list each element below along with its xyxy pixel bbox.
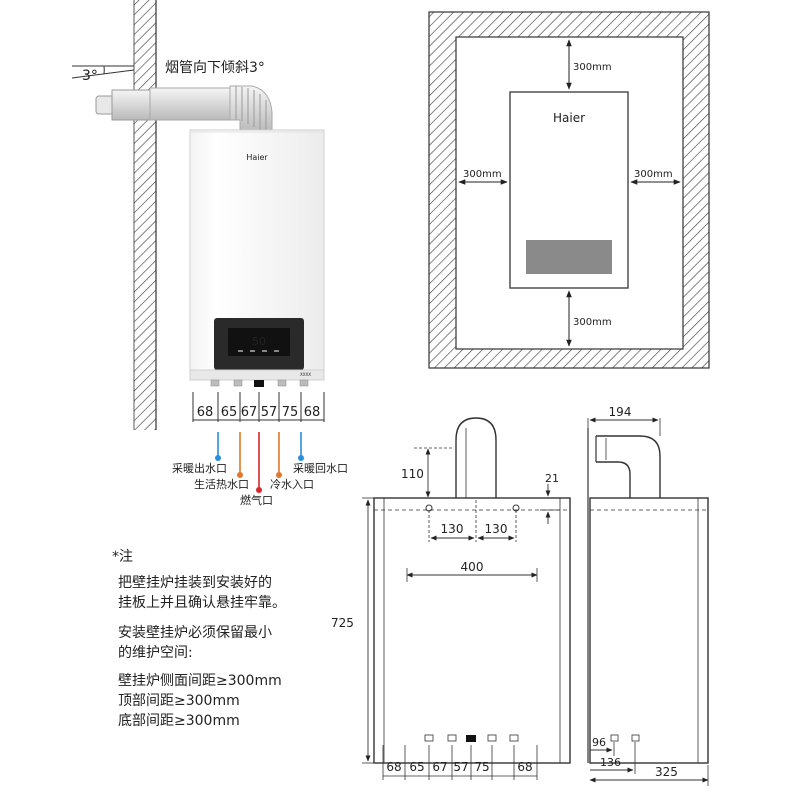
clearance-top: 300mm xyxy=(573,62,612,73)
side-depth: 325 xyxy=(655,765,678,779)
front-bottom-2: 65 xyxy=(409,760,424,774)
note-line-5: 壁挂炉侧面间距≥300mm xyxy=(118,673,282,689)
clearance-right: 300mm xyxy=(634,169,673,180)
side-dimension-drawing xyxy=(587,417,709,786)
boiler-body: Haier 50 XXXX xyxy=(189,129,325,387)
clearance-diagram: Haier 300mm 300mm 300mm 300mm xyxy=(428,11,710,369)
front-offset-left: 130 xyxy=(441,522,464,536)
note-line-4: 的维护空间: xyxy=(118,645,193,661)
front-bottom-5: 75 xyxy=(474,760,489,774)
front-bottom-4: 57 xyxy=(453,760,468,774)
label-heating-out: 采暖出水口 xyxy=(172,461,227,475)
clearance-left: 300mm xyxy=(463,169,502,180)
side-dimension-labels: 194 96 136 325 xyxy=(592,405,678,779)
note-line-2: 挂板上并且确认悬挂牢靠。 xyxy=(118,595,286,611)
notes-title: *注 xyxy=(112,549,133,565)
wall xyxy=(134,0,156,430)
label-hot-water-out: 生活热水口 xyxy=(194,477,249,491)
front-bottom-3: 67 xyxy=(432,760,447,774)
front-bottom-6: 68 xyxy=(517,760,532,774)
note-line-6: 顶部间距≥300mm xyxy=(118,693,240,709)
pipe-spacing-4: 57 xyxy=(261,405,278,420)
clearance-brand: Haier xyxy=(553,111,585,125)
note-line-1: 把壁挂炉挂装到安装好的 xyxy=(118,575,272,591)
pipe-spacing-1: 68 xyxy=(197,405,214,420)
clearance-bottom: 300mm xyxy=(573,317,612,328)
side-96: 96 xyxy=(592,736,606,749)
front-flue-height: 110 xyxy=(401,467,424,481)
flue-pipe xyxy=(95,85,273,133)
note-line-7: 底部间距≥300mm xyxy=(118,713,240,729)
front-height: 725 xyxy=(331,616,354,630)
control-panel-display: 50 xyxy=(252,335,266,348)
front-width: 400 xyxy=(461,560,484,574)
front-offset-right: 130 xyxy=(485,522,508,536)
clearance-boiler-panel xyxy=(526,240,612,274)
pipe-connection-lines xyxy=(215,432,304,493)
side-136: 136 xyxy=(600,756,621,769)
pipe-spacing-5: 75 xyxy=(282,405,299,420)
front-dimension-drawing xyxy=(362,417,571,780)
front-dimension-labels: 110 130 130 21 400 725 68 65 67 57 75 68 xyxy=(331,467,559,774)
boiler-model-tag: XXXX xyxy=(300,372,311,377)
boiler-brand: Haier xyxy=(246,153,268,162)
label-cold-in: 冷水入口 xyxy=(270,478,314,491)
pipe-spacing-dimensions: 68 65 67 57 75 68 xyxy=(192,392,325,422)
front-bottom-1: 68 xyxy=(386,760,401,774)
flue-label: 烟管向下倾斜3° xyxy=(165,60,265,76)
pipe-spacing-2: 65 xyxy=(221,405,238,420)
front-side-small: 21 xyxy=(545,472,559,485)
pipe-spacing-3: 67 xyxy=(241,405,258,420)
side-top: 194 xyxy=(609,405,632,419)
product-illustration: 3° 烟管向下倾斜3° Haier 5 xyxy=(71,0,348,507)
note-line-3: 安装壁挂炉必须保留最小 xyxy=(118,625,272,641)
label-heating-return: 采暖回水口 xyxy=(293,462,348,475)
gas-fitting xyxy=(254,380,264,387)
pipe-spacing-6: 68 xyxy=(304,405,321,420)
label-gas: 燃气口 xyxy=(240,493,273,507)
flue-angle-indicator: 3° 烟管向下倾斜3° xyxy=(71,60,265,84)
flue-angle-text: 3° xyxy=(82,68,98,84)
